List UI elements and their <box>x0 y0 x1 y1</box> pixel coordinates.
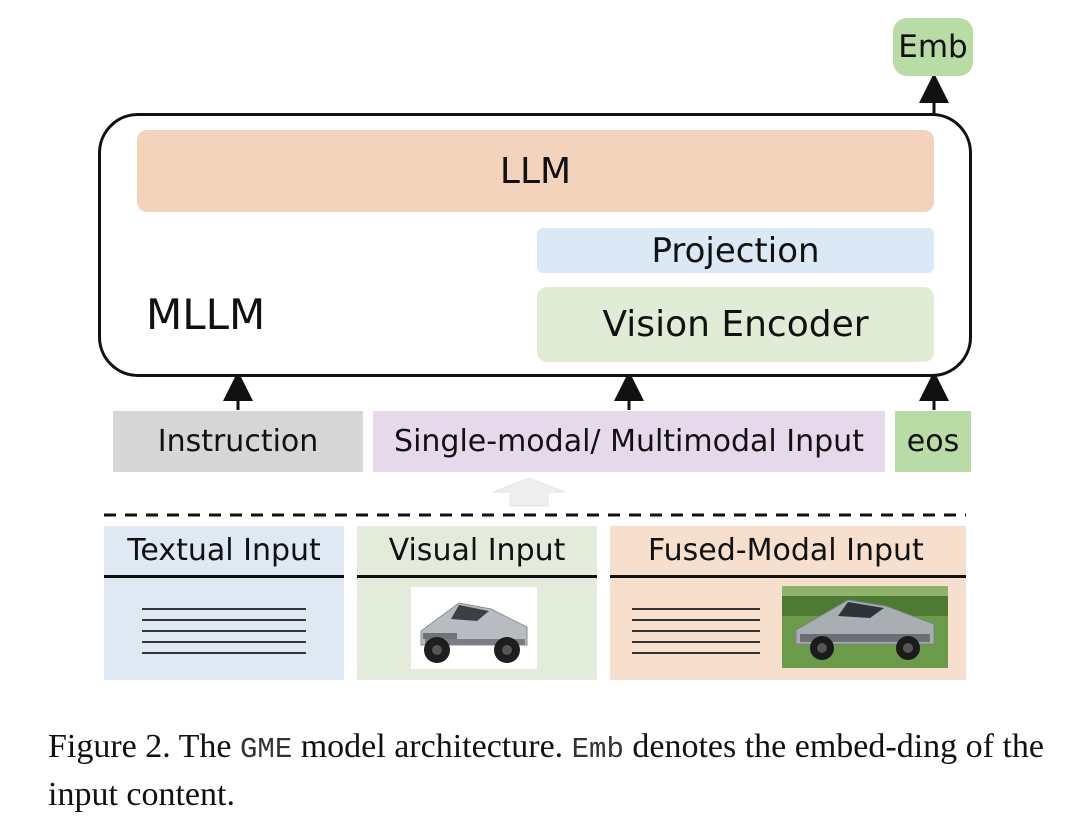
eos-token-box: eos <box>895 411 971 472</box>
llm-label: LLM <box>499 150 572 192</box>
visual-input-panel: Visual Input <box>357 526 597 680</box>
emb-output-box: Emb <box>893 18 973 76</box>
hollow-up-arrow-icon <box>492 477 566 507</box>
caption-middle: model architecture. <box>292 728 572 765</box>
projection-block: Projection <box>537 228 934 273</box>
fused-modal-input-panel: Fused-Modal Input <box>610 526 966 680</box>
emb-label: Emb <box>898 29 968 65</box>
caption-emb-term: Emb <box>571 733 624 766</box>
instruction-input-box: Instruction <box>113 411 363 472</box>
instruction-label: Instruction <box>157 424 319 459</box>
fused-modal-input-title: Fused-Modal Input <box>610 526 966 578</box>
llm-block: LLM <box>137 130 934 212</box>
caption-prefix: Figure 2. The <box>48 728 241 765</box>
textual-input-panel: Textual Input <box>104 526 344 680</box>
caption-model-name: GME <box>240 733 293 766</box>
cybertruck-photo-image <box>782 586 948 668</box>
multimodal-input-box: Single-modal/ Multimodal Input <box>373 411 885 472</box>
vision-encoder-label: Vision Encoder <box>602 304 869 345</box>
figure-caption: Figure 2. The GME model architecture. Em… <box>48 724 1048 817</box>
textual-input-title: Textual Input <box>104 526 344 578</box>
vision-encoder-block: Vision Encoder <box>537 287 934 362</box>
visual-input-title: Visual Input <box>357 526 597 578</box>
mllm-label: MLLM <box>146 290 266 339</box>
multimodal-label: Single-modal/ Multimodal Input <box>394 424 864 459</box>
eos-label: eos <box>906 424 960 459</box>
caption-suffix: denotes the embed-ding of the input cont… <box>48 728 1045 813</box>
projection-label: Projection <box>651 230 820 271</box>
cybertruck-image <box>411 587 537 669</box>
